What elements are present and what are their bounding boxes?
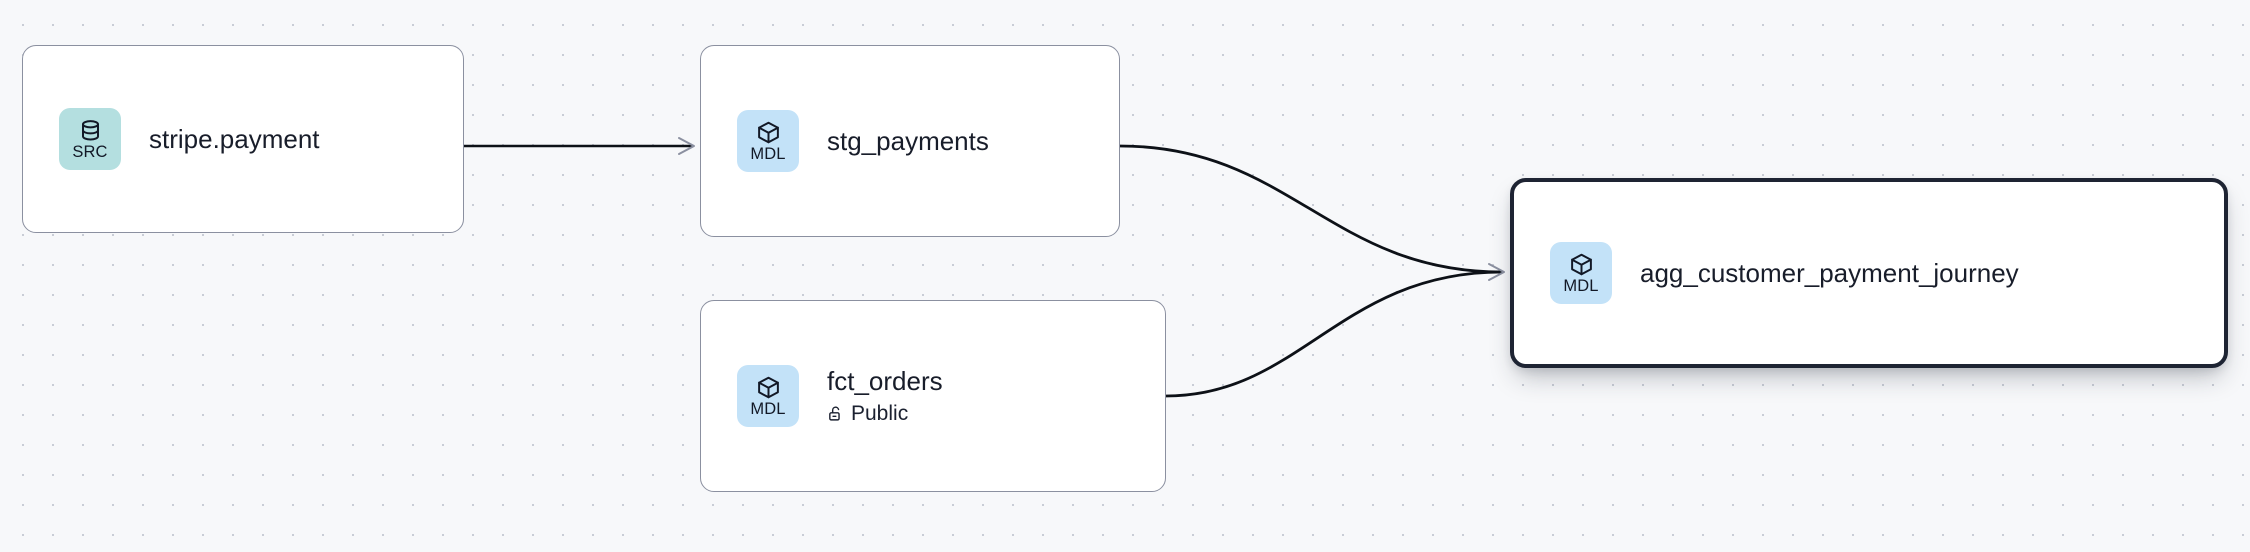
node-title: stg_payments xyxy=(827,125,989,156)
lineage-node-stripe-payment[interactable]: SRC stripe.payment xyxy=(22,45,464,233)
node-type-badge-label: MDL xyxy=(1563,276,1599,295)
lineage-node-stg-payments[interactable]: MDL stg_payments xyxy=(700,45,1120,237)
node-body: agg_customer_payment_journey xyxy=(1640,259,2019,288)
node-visibility-label: Public xyxy=(851,402,909,426)
lineage-node-fct-orders[interactable]: MDL fct_orders Public xyxy=(700,300,1166,492)
lineage-node-agg-customer-payment-journey[interactable]: MDL agg_customer_payment_journey xyxy=(1510,178,2228,368)
node-title: stripe.payment xyxy=(149,123,320,154)
cube-icon xyxy=(757,121,779,144)
node-type-badge-label: SRC xyxy=(72,142,108,161)
database-icon xyxy=(81,119,99,141)
node-visibility: Public xyxy=(827,402,943,425)
edge-stg-payments-to-agg-customer-payment-journey xyxy=(1118,144,1504,274)
node-body: stripe.payment xyxy=(149,125,320,154)
node-type-badge-label: MDL xyxy=(750,144,786,163)
cube-icon xyxy=(1570,253,1592,276)
cube-icon xyxy=(757,376,779,399)
node-type-badge-mdl: MDL xyxy=(737,110,799,172)
node-title: agg_customer_payment_journey xyxy=(1640,257,2019,288)
node-title: fct_orders xyxy=(827,365,943,396)
node-type-badge-mdl: MDL xyxy=(1550,242,1612,304)
unlock-icon xyxy=(829,406,840,421)
edge-stripe-payment-to-stg-payments xyxy=(464,137,695,155)
node-type-badge-src: SRC xyxy=(59,108,121,170)
node-type-badge-mdl: MDL xyxy=(737,365,799,427)
edge-fct-orders-to-agg-customer-payment-journey xyxy=(1164,263,1505,398)
node-body: fct_orders Public xyxy=(827,367,943,426)
node-body: stg_payments xyxy=(827,127,989,156)
node-type-badge-label: MDL xyxy=(750,399,786,418)
